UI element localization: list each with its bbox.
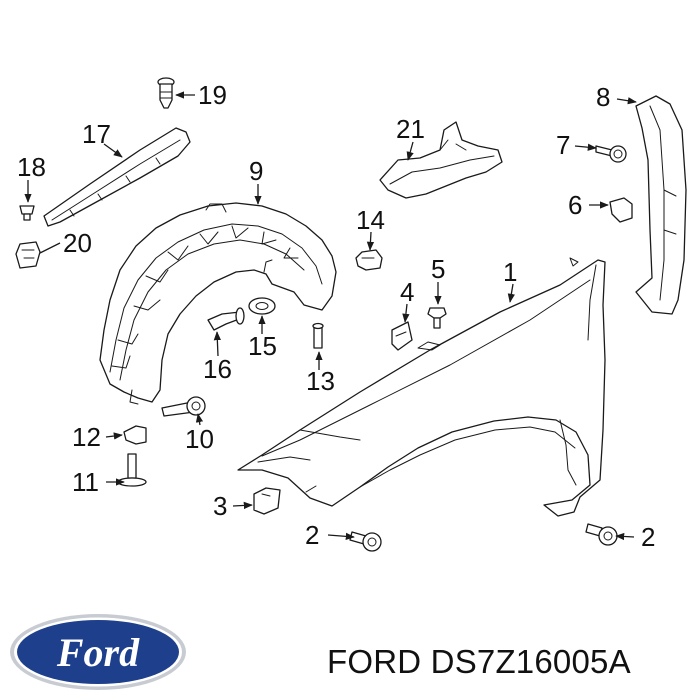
callout-14: 14 bbox=[356, 205, 385, 235]
callout-12: 12 bbox=[72, 422, 101, 452]
callout-5: 5 bbox=[431, 254, 445, 284]
leader-3 bbox=[232, 501, 253, 510]
washer-15-part bbox=[248, 297, 276, 315]
ford-logo: Ford bbox=[10, 614, 186, 690]
callout-9: 9 bbox=[249, 156, 263, 186]
callout-10: 10 bbox=[185, 424, 214, 454]
callout-8: 8 bbox=[596, 82, 610, 112]
leader-4 bbox=[402, 303, 410, 323]
leader-2-left bbox=[327, 532, 355, 541]
callout-18: 18 bbox=[17, 152, 46, 182]
bolt-10-part bbox=[161, 396, 206, 417]
callout-16: 16 bbox=[203, 354, 232, 384]
clip-14-part bbox=[355, 249, 383, 271]
clip-6-part bbox=[609, 197, 633, 223]
leader-16 bbox=[213, 331, 221, 357]
fender-part bbox=[237, 257, 606, 517]
bolt-2-left-part bbox=[349, 531, 382, 552]
pin-16-part bbox=[207, 307, 245, 331]
logo-oval bbox=[17, 620, 179, 684]
bracket-4-part bbox=[391, 321, 413, 351]
callout-6: 6 bbox=[568, 190, 582, 220]
leader-7 bbox=[574, 143, 597, 151]
screw-18-part bbox=[19, 205, 35, 221]
wheelhouse-liner-part bbox=[99, 202, 337, 405]
leader-12 bbox=[105, 432, 123, 440]
rail-8-part bbox=[635, 95, 687, 315]
callout-7: 7 bbox=[556, 130, 570, 160]
logo-wordmark: Ford bbox=[56, 630, 140, 675]
callout-4: 4 bbox=[400, 277, 414, 307]
leader-14 bbox=[366, 231, 375, 251]
screw-5-part bbox=[427, 307, 447, 329]
callout-15: 15 bbox=[248, 331, 277, 361]
callout-numbers: 1 2 2 3 4 5 6 7 8 9 10 11 12 13 14 15 16… bbox=[17, 80, 655, 552]
leader-20 bbox=[39, 242, 61, 254]
upper-strip-part bbox=[43, 127, 191, 227]
clip-19-part bbox=[157, 77, 175, 109]
stud-13-part bbox=[312, 322, 324, 349]
stud-11-part bbox=[117, 453, 147, 487]
leader-lines bbox=[24, 91, 637, 541]
screw-7-part bbox=[595, 145, 627, 163]
bolt-2-right-part bbox=[585, 523, 618, 546]
callout-2-right: 2 bbox=[641, 522, 655, 552]
leader-1 bbox=[507, 283, 515, 303]
leader-21 bbox=[406, 141, 414, 161]
callout-2-left: 2 bbox=[305, 520, 319, 550]
leader-8 bbox=[616, 97, 637, 105]
leader-10 bbox=[195, 413, 204, 426]
leader-17 bbox=[103, 143, 123, 158]
clip-3-part bbox=[253, 487, 281, 515]
callout-21: 21 bbox=[396, 114, 425, 144]
clip-12-part bbox=[123, 425, 147, 445]
callout-1: 1 bbox=[503, 257, 517, 287]
callout-19: 19 bbox=[198, 80, 227, 110]
leader-2-right bbox=[615, 532, 635, 541]
callout-11: 11 bbox=[72, 467, 99, 497]
callout-3: 3 bbox=[213, 491, 227, 521]
clip-20-part bbox=[15, 241, 41, 269]
callout-13: 13 bbox=[306, 366, 335, 396]
callout-17: 17 bbox=[82, 119, 111, 149]
part-number-caption: FORD DS7Z16005A bbox=[327, 643, 631, 680]
bracket-21-part bbox=[379, 121, 503, 199]
callout-20: 20 bbox=[63, 228, 92, 258]
